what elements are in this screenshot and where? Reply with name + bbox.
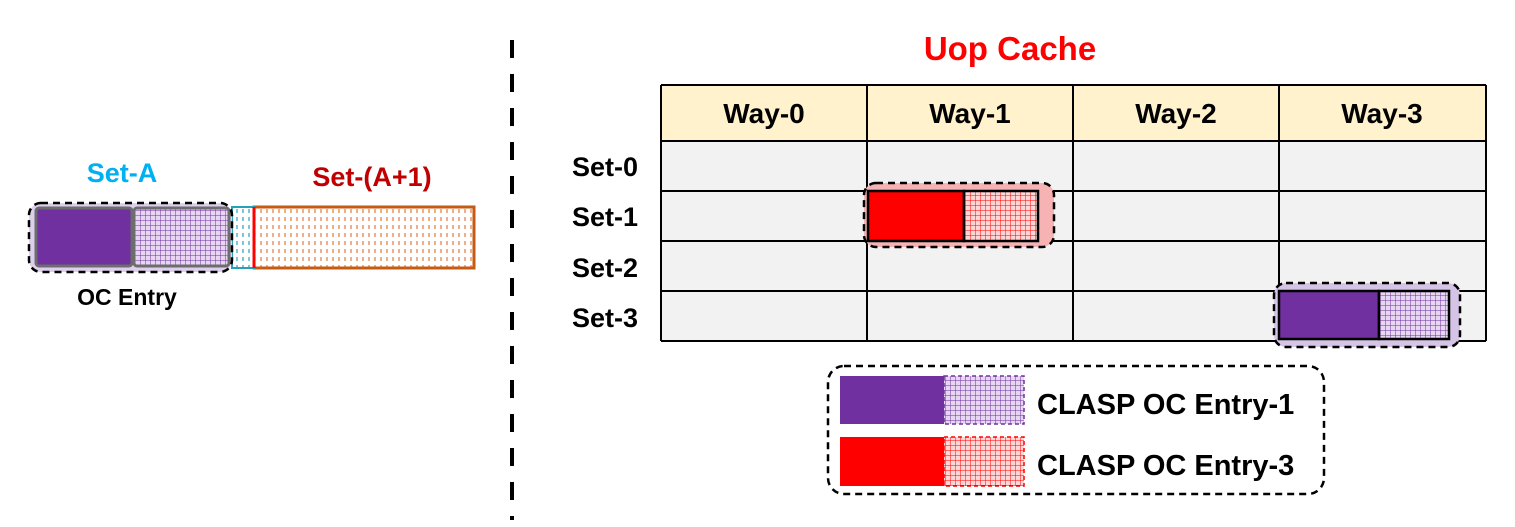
- spill-block: [231, 206, 255, 269]
- oc-entry-label: OC Entry: [77, 284, 177, 310]
- way-header-1: Way-1: [929, 98, 1010, 129]
- set-a-label: Set-A: [87, 158, 158, 188]
- set-label-1: Set-1: [572, 202, 638, 232]
- left-panel: Set-A Set-(A+1) OC Entry: [27, 158, 476, 310]
- legend-label-entry-3: CLASP OC Entry-3: [1037, 450, 1294, 482]
- legend-label-entry-1: CLASP OC Entry-1: [1037, 389, 1294, 421]
- oc-entry-grid-block: [132, 206, 231, 268]
- oc-entry-outline: [27, 201, 234, 274]
- way-header-0: Way-0: [723, 98, 804, 129]
- legend-swatch-purple-grid: [943, 375, 1025, 425]
- way-header-3: Way-3: [1341, 98, 1422, 129]
- set-a1-label: Set-(A+1): [312, 162, 431, 192]
- clasp-entry-purple: [1272, 281, 1462, 349]
- legend: CLASP OC Entry-1 CLASP OC Entry-3: [826, 364, 1326, 496]
- set-label-2: Set-2: [572, 253, 638, 283]
- set-label-3: Set-3: [572, 303, 638, 333]
- legend-frame: [826, 364, 1326, 496]
- cache-title: Uop Cache: [924, 30, 1096, 67]
- set-a1-block: [252, 205, 476, 270]
- legend-swatch-purple: [840, 376, 944, 424]
- legend-swatch-red-grid: [943, 436, 1025, 487]
- cache-table: Way-0 Way-1 Way-2 Way-3 Set-0 Set-1 Set-…: [572, 84, 1487, 342]
- set-label-0: Set-0: [572, 152, 638, 182]
- legend-swatch-red: [840, 437, 944, 486]
- clasp-entry-red: [862, 181, 1056, 249]
- way-header-2: Way-2: [1135, 98, 1216, 129]
- oc-entry-purple-block: [34, 206, 134, 268]
